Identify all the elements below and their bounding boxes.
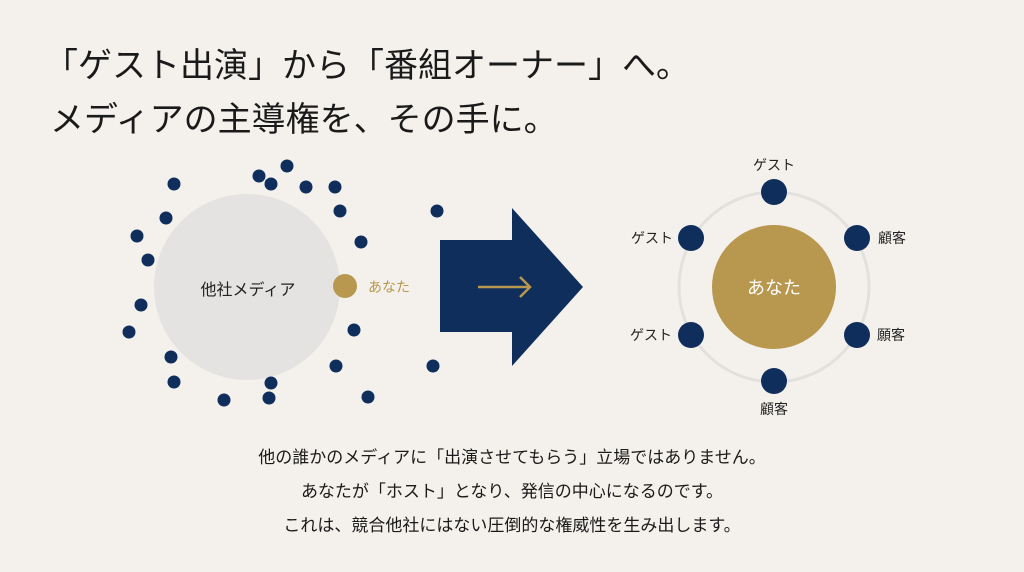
audience-dot [299, 180, 313, 194]
node-label-bottom: 顧客 [760, 402, 788, 418]
audience-dot [167, 177, 181, 191]
body-line-2: あなたが「ホスト」となり、発信の中心になるのです。 [300, 482, 724, 502]
orbit-node [678, 225, 704, 251]
audience-dot [426, 359, 440, 373]
audience-dot [430, 204, 444, 218]
audience-dot [217, 393, 231, 407]
orbit-node [761, 368, 787, 394]
body-line-3: これは、競合他社にはない圧倒的な権威性を生み出します。 [283, 516, 741, 536]
small-arrow-icon [478, 276, 532, 298]
headline-line-2: メディアの主導権を、その手に。 [50, 100, 558, 140]
orbit-node [844, 322, 870, 348]
audience-dot [328, 180, 342, 194]
audience-dot [167, 375, 181, 389]
audience-dot [159, 211, 173, 225]
center-you-label: あなた [747, 278, 801, 299]
other-media-label: 他社メディア [200, 280, 296, 299]
node-label-upper-right: 顧客 [878, 231, 906, 247]
audience-dot [264, 376, 278, 390]
orbit-node [761, 179, 787, 205]
audience-dot [130, 229, 144, 243]
audience-dot [329, 359, 343, 373]
audience-dot [280, 159, 294, 173]
before-diagram [122, 159, 444, 407]
node-label-upper-left: ゲスト [631, 231, 673, 247]
audience-dot [333, 204, 347, 218]
orbit-node [678, 322, 704, 348]
body-line-1: 他の誰かのメディアに「出演させてもらう」立場ではありません。 [258, 448, 766, 468]
other-media-circle [154, 194, 340, 380]
you-center-circle [712, 225, 836, 349]
transition-arrow [440, 208, 583, 366]
audience-dot [354, 235, 368, 249]
node-label-lower-right: 願客 [877, 328, 905, 344]
audience-dot [264, 177, 278, 191]
you-label: あなた [368, 280, 410, 296]
orbit-node [844, 225, 870, 251]
audience-dot [262, 391, 276, 405]
you-dot [333, 274, 357, 298]
audience-dot [134, 298, 148, 312]
audience-dot [361, 390, 375, 404]
after-diagram [677, 179, 871, 394]
audience-dot [252, 169, 266, 183]
headline-line-1: 「ゲスト出演」から「番組オーナー」へ。 [44, 46, 690, 86]
audience-dot [164, 350, 178, 364]
audience-dot [141, 253, 155, 267]
node-label-lower-left: ゲスト [630, 328, 672, 344]
node-label-top: ゲスト [753, 158, 795, 174]
audience-dot [347, 323, 361, 337]
audience-dot [122, 325, 136, 339]
